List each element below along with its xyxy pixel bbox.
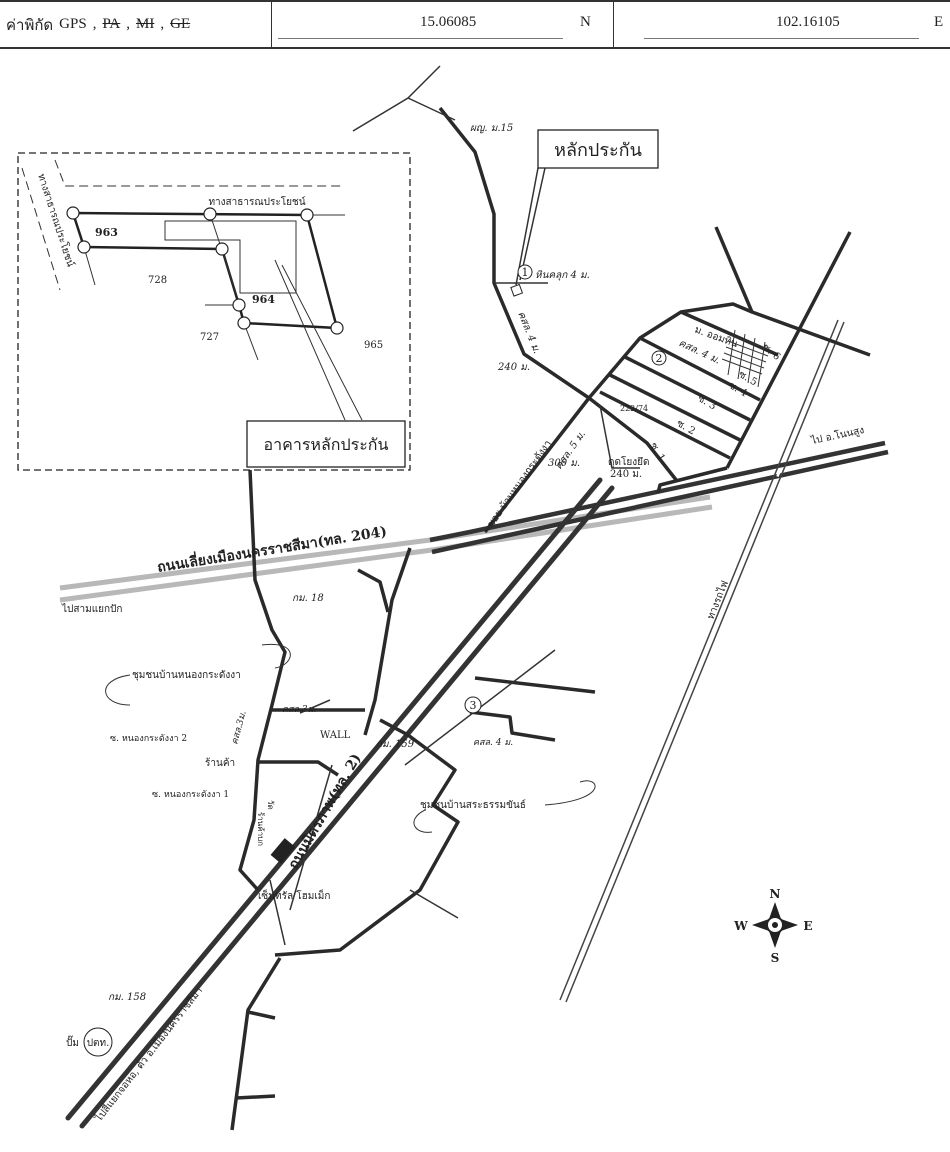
mi-label: MI <box>136 16 155 32</box>
latitude-cell: 15.06085 N <box>272 2 614 47</box>
soi-label: ซ. 6 <box>760 342 782 363</box>
inset-plot-map: ทางสาธารณประโยชน์ ทางสาธารณประโยชน์ 963 … <box>17 152 411 471</box>
marker-1: 1 <box>517 264 533 280</box>
underline <box>278 38 563 39</box>
railway-label: ทางรถไฟ <box>705 579 731 621</box>
marker-3-label: 3 <box>470 699 477 712</box>
soi-label: ซ. 1 <box>647 441 666 463</box>
map-labels: ผญ. ม.15 หินคลุก 4 ม. คสล. 4 ม. 240 ม. ค… <box>61 123 865 1125</box>
compass-n: N <box>770 887 781 901</box>
gps-header: ค่าพิกัด GPS , PA , MI , GE 15.06085 N 1… <box>0 0 950 49</box>
overpass-marker <box>270 838 296 864</box>
ptt-label: ปตท. <box>87 1038 110 1049</box>
power-pole-label: ดูดโยงยึด <box>608 455 649 468</box>
separator: , <box>92 16 97 32</box>
gps-label-cell: ค่าพิกัด GPS , PA , MI , GE <box>0 2 272 47</box>
soi-label: ซ. 3 <box>696 393 718 412</box>
soi-label: ซ. หนองกระดังงา 1 <box>152 790 229 800</box>
plot-label: 222/74 <box>620 404 648 413</box>
local-roads <box>230 106 871 1131</box>
village-head-label: ผญ. ม.15 <box>470 123 513 134</box>
mittraphap-road <box>65 477 615 1129</box>
concrete-road-label: คสล.3ม. <box>282 705 317 715</box>
longitude-value: 102.16105 <box>776 14 840 30</box>
concrete-road-label: คสล. 4 ม. <box>515 310 542 355</box>
parcel-728: 728 <box>148 275 167 286</box>
community-label: ชุมชนบ้านสระธรรมขันธ์ <box>420 799 526 811</box>
underline <box>644 38 919 39</box>
compass-rose-icon: N S E W <box>733 887 812 965</box>
central-homemart-label: เซ็นทรัล โฮมเม็ก <box>258 888 330 902</box>
direction-label: ไป อ.โนนสูง <box>809 423 865 447</box>
gps-label: GPS <box>59 16 87 32</box>
parcel-965: 965 <box>364 340 383 351</box>
callout-pointer <box>515 167 546 286</box>
collateral-callout-text: หลักประกัน <box>554 140 642 161</box>
marker-1-label: 1 <box>522 266 529 279</box>
ptt-station-icon <box>83 1027 113 1057</box>
railway <box>559 319 845 1003</box>
marker-2: 2 <box>651 350 667 366</box>
latitude-direction: N <box>580 14 591 30</box>
building-callout-text: อาคารหลักประกัน <box>264 435 389 454</box>
km-marker-label: กม. 18 <box>292 593 324 604</box>
concrete-road-label: คสล. 4 ม. <box>473 738 513 748</box>
longitude-direction: E <box>934 14 944 30</box>
mittraphap-label: ถนนมิตรภาพ(ทล. 2) <box>286 751 365 872</box>
km-marker-label: กม. 159 <box>376 739 415 750</box>
distance-label: 240 ม. <box>610 469 642 480</box>
concrete-road-label: คสล.3ม. <box>230 710 249 746</box>
pump-label: ปั๊ม <box>66 1035 79 1049</box>
compass-e: E <box>803 919 812 933</box>
direction-label: ไปสามแยกปัก <box>61 603 122 615</box>
soi-label: ซ. หนองกระดังงา 2 <box>110 734 187 744</box>
gravel-road-label: หินคลุก 4 ม. <box>535 269 590 281</box>
community-label: ชุมชนบ้านหนองกระดังงา <box>132 669 241 681</box>
public-road-label: ทางสาธารณประโยชน์ <box>208 195 305 208</box>
latitude-value: 15.06085 <box>420 14 477 30</box>
compass-w: W <box>733 919 748 933</box>
wall-label: WALL <box>320 730 351 741</box>
km-marker-label: กม. 158 <box>108 992 146 1003</box>
direction-label: ไปสี่แยกจอหอ, ตัว อ.เมืองนครราชสีมา <box>91 984 205 1125</box>
coord-label: ค่าพิกัด <box>6 17 54 34</box>
separator: , <box>160 16 165 32</box>
ge-label: GE <box>170 16 191 32</box>
compass-s: S <box>771 951 780 965</box>
temple-label: วัด <box>266 800 275 810</box>
estate-grid <box>721 329 771 388</box>
pa-label: PA <box>102 16 121 32</box>
marker-3: 3 <box>464 696 482 714</box>
longitude-cell: 102.16105 E <box>614 2 950 47</box>
distance-label: 240 ม. <box>497 362 530 373</box>
collateral-site-icon <box>510 283 524 297</box>
marker-2-label: 2 <box>656 352 663 365</box>
separator: , <box>126 16 131 32</box>
shop-label: ร้านค้าบก <box>256 812 265 846</box>
parcel-964: 964 <box>252 293 275 306</box>
shop-label: ร้านค้า <box>205 757 235 769</box>
collateral-callout: หลักประกัน <box>537 129 659 169</box>
parcel-727: 727 <box>200 332 219 343</box>
distance-label: 300 ม. <box>548 458 580 469</box>
highway-204-east <box>429 440 889 555</box>
community-arrows <box>105 643 596 833</box>
parcel-963: 963 <box>95 226 118 239</box>
